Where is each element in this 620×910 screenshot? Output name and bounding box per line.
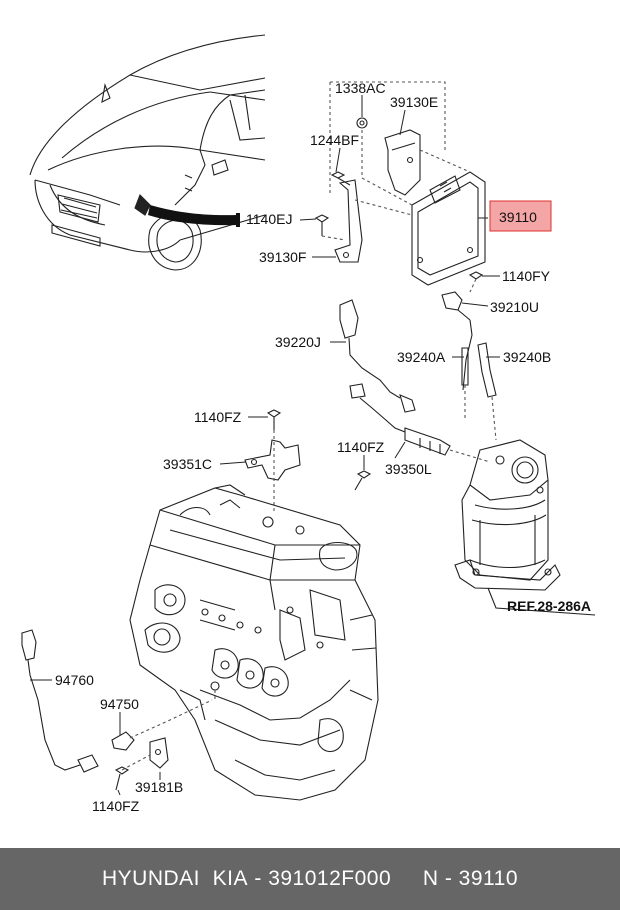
label-94760: 94760 (55, 672, 94, 688)
sensor-assembly (339, 271, 497, 463)
sensor-94760-assembly (21, 629, 213, 791)
footer-separator-2: - (438, 867, 459, 890)
label-39220j: 39220J (275, 334, 321, 350)
footer-n-value: 39110 (458, 867, 519, 890)
label-1140fz-mid: 1140FZ (337, 439, 385, 455)
label-39210u: 39210U (490, 299, 539, 315)
label-39350l: 39350L (385, 461, 432, 477)
footer-separator: - (248, 867, 269, 890)
label-39240b: 39240B (503, 349, 551, 365)
bracket-39351c (244, 409, 372, 512)
label-ref: REF.28-286A (507, 598, 591, 614)
label-39181b: 39181B (135, 779, 183, 795)
label-39110: 39110 (499, 209, 537, 225)
footer-part-number: 391012F000 (268, 867, 392, 890)
ecu-assembly (314, 81, 486, 286)
footer-gap (391, 867, 423, 891)
label-39130f: 39130F (259, 249, 306, 265)
part-number-footer: HYUNDAI KIA - 391012F000 N - 39110 (0, 848, 620, 910)
label-1140ej: 1140EJ (246, 211, 292, 227)
label-1244bf: 1244BF (310, 132, 359, 148)
callout-arrow (148, 205, 238, 226)
label-1140fy: 1140FY (502, 268, 551, 284)
part-labels: 1338AC 39130E 1244BF 1140EJ 39110 39130F… (55, 80, 591, 814)
engine-block (129, 484, 379, 801)
label-39240a: 39240A (397, 349, 446, 365)
highlight-box-39110 (489, 200, 552, 232)
label-39351c: 39351C (163, 456, 212, 472)
label-1140fz-top: 1140FZ (194, 409, 242, 425)
footer-brand: HYUNDAI KIA (101, 867, 249, 890)
label-94750: 94750 (100, 696, 139, 712)
label-39130e: 39130E (390, 94, 438, 110)
label-1140fz-bot: 1140FZ (92, 798, 140, 814)
label-1338ac: 1338AC (335, 80, 386, 96)
parts-diagram: 1338AC 39130E 1244BF 1140EJ 39110 39130F… (21, 34, 596, 814)
catalytic-converter (454, 439, 596, 616)
vehicle-illustration (29, 34, 266, 271)
footer-n-label: N (422, 867, 439, 890)
leader-lines (30, 95, 500, 796)
